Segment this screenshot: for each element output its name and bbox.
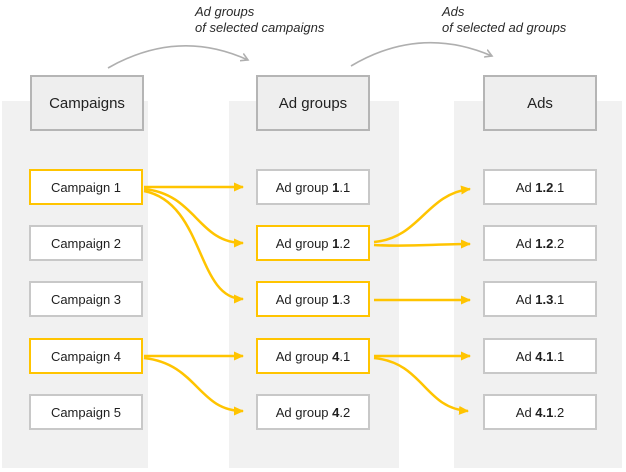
ad-1-2-1-box: Ad 1.2.1 bbox=[483, 169, 597, 205]
flow-label-line: Ads bbox=[442, 4, 465, 19]
label-prefix: Ad group bbox=[275, 179, 333, 195]
label-prefix: Ad group bbox=[275, 404, 333, 420]
ad-group-1-2-box: Ad group 1.2 bbox=[256, 225, 370, 261]
ad-4-1-2-box: Ad 4.1.2 bbox=[483, 394, 597, 430]
ad-1-2-2-box: Ad 1.2.2 bbox=[483, 225, 597, 261]
campaign-5-box: Campaign 5 bbox=[29, 394, 143, 430]
campaign-1-label: Campaign 1 bbox=[50, 179, 122, 195]
label-suffix: .2 bbox=[339, 404, 351, 420]
label-suffix: .3 bbox=[339, 291, 351, 307]
campaign-3-label: Campaign 3 bbox=[50, 291, 122, 307]
ad-group-4-1-box: Ad group 4.1 bbox=[256, 338, 370, 374]
label-suffix: .1 bbox=[339, 348, 351, 364]
label-prefix: Ad bbox=[515, 404, 536, 420]
flow-label-line: of selected campaigns bbox=[195, 20, 325, 35]
label-suffix: .2 bbox=[553, 235, 565, 251]
campaign-5-label: Campaign 5 bbox=[50, 404, 122, 420]
flow-label-line: of selected ad groups bbox=[442, 20, 567, 35]
campaigns-header-box: Campaigns bbox=[30, 75, 144, 131]
ad-groups-header-box: Ad groups bbox=[256, 75, 370, 131]
flow-arrow-campaigns-to-ad-groups bbox=[107, 44, 248, 69]
ad-4-1-1-box: Ad 4.1.1 bbox=[483, 338, 597, 374]
label-bold: 1 bbox=[332, 235, 340, 251]
label-bold: 1.2 bbox=[535, 235, 554, 251]
campaign-3-box: Campaign 3 bbox=[29, 281, 143, 317]
label-bold: 1 bbox=[332, 179, 340, 195]
ad-group-1-1-box: Ad group 1.1 bbox=[256, 169, 370, 205]
label-bold: 1.3 bbox=[535, 291, 554, 307]
label-prefix: Ad bbox=[515, 348, 536, 364]
flow-label-line: Ad groups bbox=[195, 4, 255, 19]
label-suffix: .1 bbox=[553, 291, 565, 307]
flow-arrow-ad-groups-to-ads bbox=[350, 41, 492, 67]
flow-label-ads: Ads of selected ad groups bbox=[442, 4, 566, 36]
campaign-4-box: Campaign 4 bbox=[29, 338, 143, 374]
ads-header-label: Ads bbox=[527, 94, 553, 112]
label-suffix: .1 bbox=[553, 179, 565, 195]
ad-group-4-2-box: Ad group 4.2 bbox=[256, 394, 370, 430]
label-suffix: .1 bbox=[553, 348, 565, 364]
label-prefix: Ad bbox=[515, 235, 536, 251]
label-bold: 4 bbox=[332, 404, 340, 420]
flow-label-ad-groups: Ad groups of selected campaigns bbox=[195, 4, 324, 36]
campaign-2-box: Campaign 2 bbox=[29, 225, 143, 261]
label-bold: 4 bbox=[332, 348, 340, 364]
label-suffix: .2 bbox=[553, 404, 565, 420]
label-suffix: .1 bbox=[339, 179, 351, 195]
label-bold: 4.1 bbox=[535, 404, 554, 420]
label-prefix: Ad bbox=[515, 179, 536, 195]
label-prefix: Ad group bbox=[275, 235, 333, 251]
campaign-1-box: Campaign 1 bbox=[29, 169, 143, 205]
campaign-4-label: Campaign 4 bbox=[50, 348, 122, 364]
label-prefix: Ad bbox=[515, 291, 536, 307]
ad-1-3-1-box: Ad 1.3.1 bbox=[483, 281, 597, 317]
ad-groups-header-label: Ad groups bbox=[278, 94, 348, 112]
label-prefix: Ad group bbox=[275, 291, 333, 307]
label-suffix: .2 bbox=[339, 235, 351, 251]
label-prefix: Ad group bbox=[275, 348, 333, 364]
campaigns-header-label: Campaigns bbox=[49, 94, 125, 112]
ad-group-1-3-box: Ad group 1.3 bbox=[256, 281, 370, 317]
label-bold: 4.1 bbox=[535, 348, 554, 364]
label-bold: 1.2 bbox=[535, 179, 554, 195]
campaign-2-label: Campaign 2 bbox=[50, 235, 122, 251]
label-bold: 1 bbox=[332, 291, 340, 307]
ads-header-box: Ads bbox=[483, 75, 597, 131]
